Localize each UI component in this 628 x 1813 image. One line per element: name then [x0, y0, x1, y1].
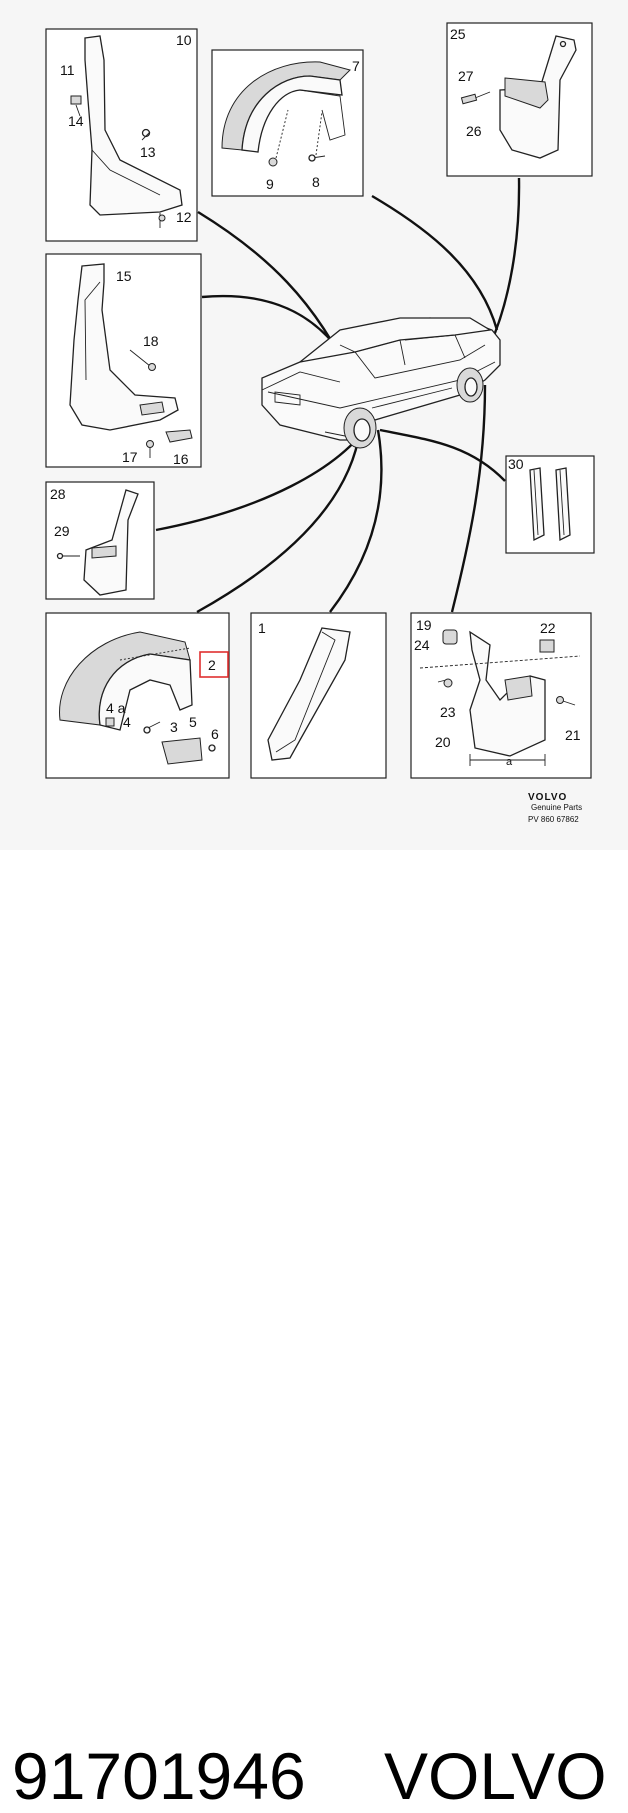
callout-24: 24: [414, 637, 430, 653]
callout-1: 1: [258, 620, 266, 636]
callout-13: 13: [140, 144, 156, 160]
callout-19: 19: [416, 617, 432, 633]
callout-4: 4: [123, 714, 131, 730]
panel-25-rear-mudflap: [446, 22, 593, 177]
car-illustration: [261, 317, 501, 449]
panel-7-wheel-arch-liner: [211, 49, 364, 197]
callout-29: 29: [54, 523, 70, 539]
callout-11: 11: [60, 62, 75, 78]
callout-5: 5: [189, 714, 197, 730]
callout-22: 22: [540, 620, 556, 636]
panel-15-front-mudflap: [45, 253, 202, 468]
genuine-parts-label: Genuine Parts: [531, 803, 582, 812]
leader-lines: [155, 177, 521, 614]
callout-10: 10: [176, 32, 192, 48]
callout-23: 23: [440, 704, 456, 720]
callout-20: 20: [435, 734, 451, 750]
volvo-logo: VOLVO: [528, 792, 567, 803]
callout-28: 28: [50, 486, 66, 502]
panel-19-rear-mudflap-kit: [410, 612, 592, 779]
panel-28-rear-mudflap: [45, 481, 155, 600]
callout-3: 3: [170, 719, 178, 735]
callout-2: 2: [208, 657, 216, 673]
panel-2-wheel-arch-liner: [45, 612, 230, 779]
doc-code: PV 860 67862: [528, 815, 579, 824]
callout-labels: 10 11 14 13 12 7 9 8 25 27 26 15 18 17 1…: [50, 26, 581, 768]
callout-15: 15: [116, 268, 132, 284]
callout-16: 16: [173, 451, 189, 467]
panel-1-strip: [250, 612, 387, 779]
callout-21: 21: [565, 727, 581, 743]
part-number: 91701946: [12, 1739, 306, 1813]
callout-25: 25: [450, 26, 466, 42]
panel-10-front-mudflap: [45, 28, 198, 242]
callout-27: 27: [458, 68, 474, 84]
callout-6: 6: [211, 726, 219, 742]
callout-7: 7: [352, 58, 360, 74]
brand-name: VOLVO: [384, 1739, 607, 1813]
callout-12: 12: [176, 209, 192, 225]
dimension-a-label: a: [506, 756, 513, 768]
brand-block: VOLVO Genuine Parts PV 860 67862: [528, 792, 582, 824]
callout-26: 26: [466, 123, 482, 139]
callout-18: 18: [143, 333, 159, 349]
callout-30: 30: [508, 456, 524, 472]
callout-4a: 4 a: [106, 700, 126, 716]
panel-30-trim-strips: [505, 455, 595, 554]
callout-9: 9: [266, 176, 274, 192]
callout-2-highlight-box: [199, 651, 229, 678]
callout-17: 17: [122, 449, 138, 465]
parts-diagram: 10 11 14 13 12 7 9 8 25 27 26 15 18 17 1…: [0, 0, 628, 850]
footer: 91701946 VOLVO: [0, 850, 628, 1809]
exploded-view-drawing: 10 11 14 13 12 7 9 8 25 27 26 15 18 17 1…: [45, 22, 595, 824]
callout-8: 8: [312, 174, 320, 190]
callout-14: 14: [68, 113, 84, 129]
